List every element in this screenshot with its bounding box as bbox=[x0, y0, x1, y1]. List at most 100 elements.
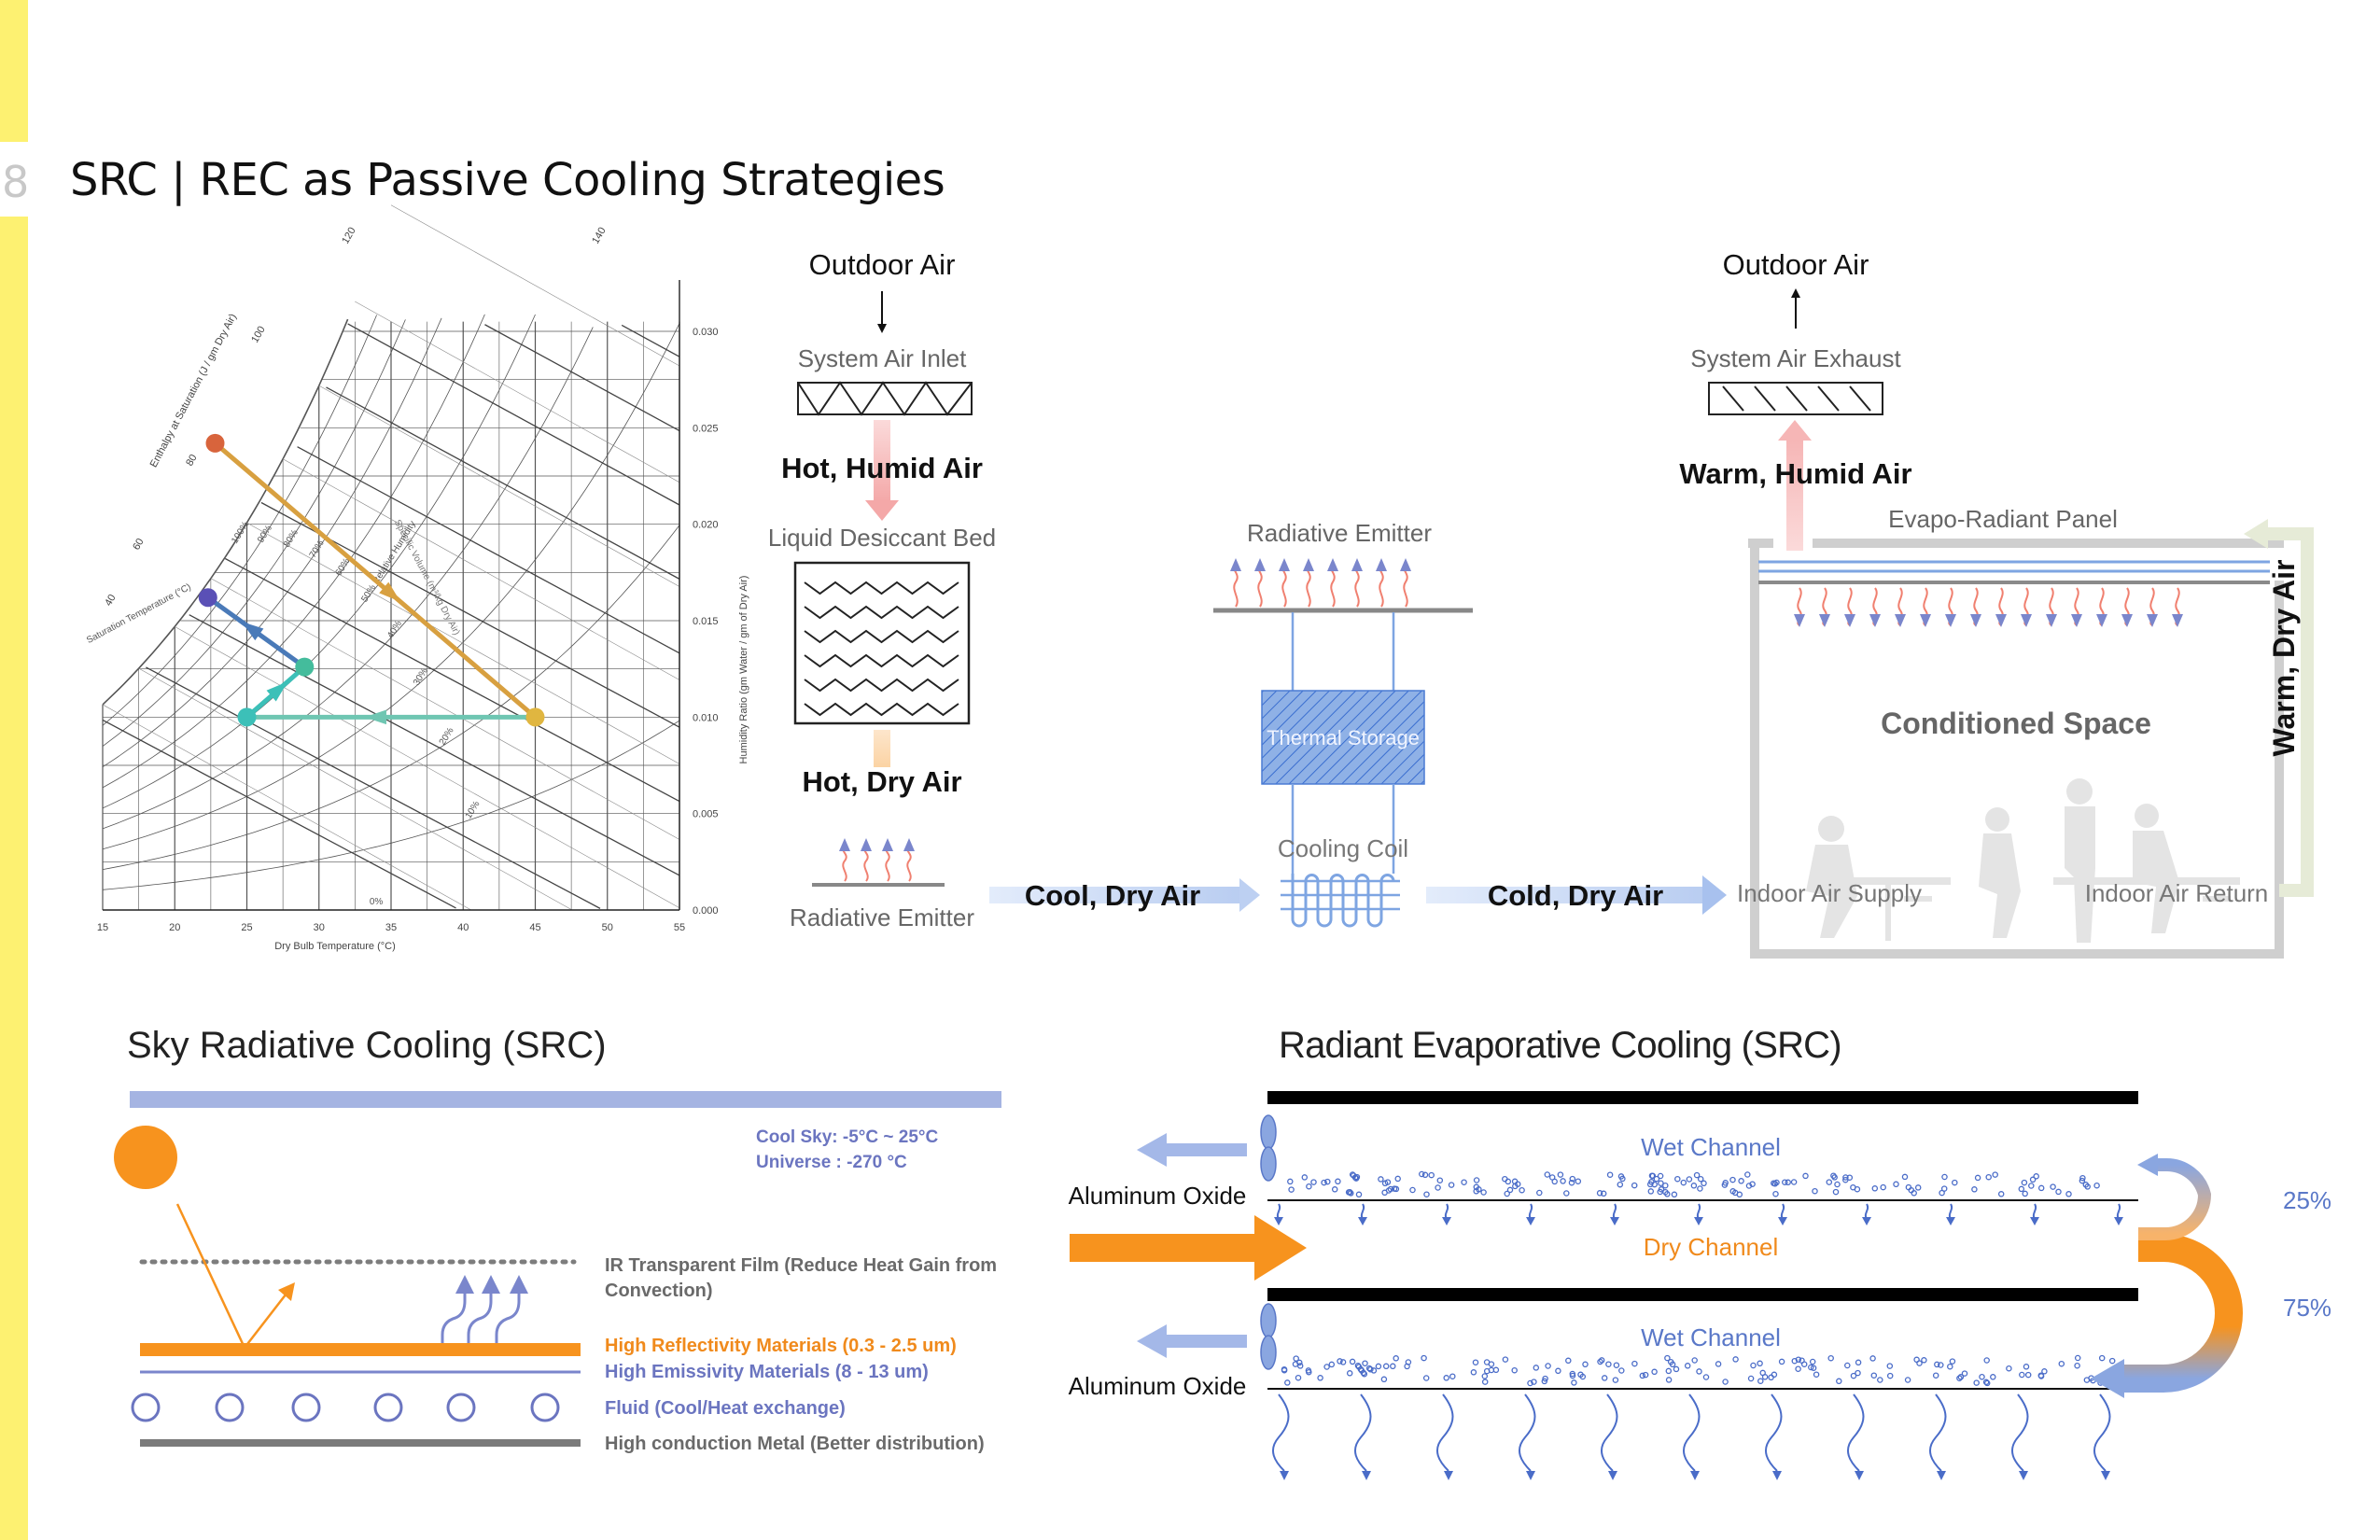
water-droplet bbox=[1542, 1375, 1548, 1382]
liquid-desiccant-bed bbox=[793, 561, 971, 725]
small-emitter-ray bbox=[906, 847, 912, 882]
panel-ray-head bbox=[1970, 614, 1981, 627]
mid-radiative-emitter bbox=[1230, 558, 1411, 608]
water-droplet bbox=[2098, 1354, 2106, 1362]
water-droplet bbox=[1421, 1171, 1429, 1179]
water-droplet bbox=[2093, 1182, 2100, 1189]
pink-arrow-head bbox=[865, 500, 899, 521]
process-dehumidify-arrow bbox=[379, 581, 401, 602]
hot-humid-air-label: Hot, Humid Air bbox=[781, 452, 983, 484]
emission-arrow-head bbox=[455, 1275, 474, 1294]
fan-icon-top bbox=[1260, 1114, 1277, 1182]
water-droplet bbox=[1921, 1357, 1927, 1364]
enthalpy-line bbox=[146, 666, 601, 909]
drip-arrow-head bbox=[2114, 1217, 2123, 1225]
drip-line bbox=[1948, 1203, 1953, 1220]
thermal-storage-tank bbox=[1261, 690, 1425, 785]
wetbulb-line bbox=[210, 578, 680, 840]
radiant-squiggle-head bbox=[1772, 1471, 1782, 1480]
mid-emitter-ray-head bbox=[1327, 558, 1338, 571]
water-droplet bbox=[1367, 1365, 1374, 1373]
enthalpy-line bbox=[484, 324, 680, 432]
water-droplet bbox=[1744, 1171, 1751, 1178]
water-droplet bbox=[1747, 1375, 1755, 1382]
radiant-squiggle-head bbox=[1362, 1471, 1371, 1480]
enthalpy-line bbox=[297, 446, 680, 654]
water-droplet bbox=[1850, 1372, 1857, 1379]
panel-ray-head bbox=[2121, 614, 2133, 627]
radiant-squiggle-head bbox=[1690, 1471, 1700, 1480]
radiant-squiggle bbox=[1435, 1393, 1454, 1472]
exhaust-slash bbox=[1722, 385, 1744, 412]
water-droplet bbox=[2037, 1184, 2045, 1192]
mid-emitter-ray bbox=[1257, 565, 1263, 608]
exhaust-arrow-head bbox=[1778, 420, 1812, 441]
water-droplet bbox=[1715, 1361, 1722, 1367]
water-droplet bbox=[1691, 1357, 1698, 1364]
water-droplet bbox=[2019, 1371, 2025, 1379]
radiant-squiggle bbox=[2093, 1393, 2111, 1472]
water-droplet bbox=[1284, 1379, 1291, 1386]
rec-heading: Radiant Evaporative Cooling (SRC) bbox=[1279, 1025, 1842, 1066]
wet-channel-top-label: Wet Channel bbox=[1641, 1133, 1781, 1161]
water-droplet bbox=[1778, 1358, 1785, 1365]
water-droplet bbox=[1657, 1188, 1663, 1196]
water-droplet bbox=[1671, 1191, 1678, 1198]
rec-diagram: Wet Channel Dry Channel Wet Channel Alum… bbox=[1069, 1091, 2331, 1480]
drip-arrow-head bbox=[1694, 1217, 1703, 1225]
water-droplet bbox=[1809, 1358, 1816, 1365]
water-droplet bbox=[1480, 1189, 1487, 1196]
water-droplet bbox=[1544, 1171, 1551, 1178]
water-droplet bbox=[1832, 1188, 1840, 1196]
saturation-axis-label: Saturation Temperature (°C) bbox=[85, 582, 193, 646]
water-droplet bbox=[1536, 1189, 1543, 1197]
exhaust-arrow-bottom bbox=[1165, 1335, 1247, 1348]
water-droplet bbox=[1812, 1187, 1818, 1195]
temp-tick-label: 15 bbox=[97, 922, 108, 933]
water-droplet bbox=[1560, 1178, 1566, 1184]
water-droplet bbox=[1658, 1180, 1664, 1186]
water-droplet bbox=[1952, 1179, 1958, 1186]
radiant-squiggle bbox=[1764, 1393, 1783, 1472]
water-droplet bbox=[1808, 1364, 1814, 1371]
enthalpy-tick-label: 80 bbox=[184, 453, 200, 469]
sun-ray-in bbox=[175, 1203, 246, 1349]
mid-emitter-ray bbox=[1281, 565, 1287, 608]
emission-arrow bbox=[467, 1286, 493, 1350]
mid-emitter-ray-head bbox=[1351, 558, 1363, 571]
radiant-squiggle bbox=[1271, 1393, 1290, 1472]
water-droplet bbox=[1844, 1362, 1851, 1369]
water-droplet bbox=[1461, 1179, 1467, 1185]
cold-dry-air-label: Cold, Dry Air bbox=[1488, 879, 1663, 912]
drip-arrow-head bbox=[1610, 1217, 1619, 1225]
water-droplet bbox=[1612, 1377, 1619, 1383]
water-droplet bbox=[1296, 1359, 1303, 1366]
pct-75-label: 75% bbox=[2283, 1294, 2331, 1322]
water-droplet bbox=[1483, 1359, 1491, 1365]
enthalpy-tick-label: 140 bbox=[590, 226, 609, 246]
water-droplet bbox=[1701, 1180, 1707, 1187]
mid-emitter-ray bbox=[1403, 565, 1408, 608]
emission-arrow-head bbox=[510, 1275, 528, 1294]
water-droplet bbox=[1449, 1373, 1456, 1379]
person-head-2 bbox=[1985, 807, 2009, 832]
warm-dry-air-label: Warm, Dry Air bbox=[2267, 559, 2301, 756]
water-droplets bbox=[1281, 1170, 2116, 1387]
water-droplet bbox=[2079, 1174, 2086, 1182]
emissivity-label: High Emissivity Materials (8 - 13 um) bbox=[605, 1362, 929, 1382]
water-droplet bbox=[1648, 1179, 1655, 1185]
ratio-tick-label: 0.025 bbox=[693, 423, 719, 434]
water-droplet bbox=[1381, 1189, 1388, 1197]
y-axis-label: Humidity Ratio (gm Water / gm of Dry Air… bbox=[738, 576, 749, 764]
water-droplet bbox=[1664, 1354, 1671, 1362]
water-droplet bbox=[1785, 1179, 1791, 1186]
water-droplet bbox=[1287, 1178, 1294, 1185]
water-droplet bbox=[1405, 1359, 1412, 1365]
drip-arrow-head bbox=[1946, 1217, 1955, 1225]
water-droplet bbox=[1855, 1369, 1861, 1377]
reflectivity-layer bbox=[140, 1343, 581, 1356]
water-droplet bbox=[1836, 1378, 1842, 1385]
water-droplet bbox=[1288, 1186, 1295, 1193]
water-droplet bbox=[1831, 1174, 1838, 1181]
coil-serpentine bbox=[1291, 874, 1395, 928]
